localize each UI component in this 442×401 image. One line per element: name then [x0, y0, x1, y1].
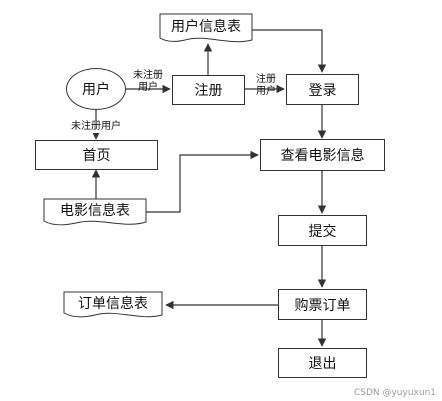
login-node: 登录 [286, 74, 359, 105]
edge-label-user-to-home: 未注册用户 [60, 121, 132, 133]
edge-label-line: 用户 [256, 86, 276, 97]
watermark: CSDN @yuyuxun1 [353, 388, 436, 398]
view-movie-info-node: 查看电影信息 [260, 139, 385, 171]
edge-label-user-to-register: 未注册 用户 [126, 70, 170, 94]
order-info-table-label: 订单信息表 [78, 296, 148, 312]
edge-label-register-to-login: 注册 用户 [247, 74, 285, 98]
movie-info-table-label: 电影信息表 [60, 203, 130, 219]
edge-user-info-table-to-login [252, 29, 327, 73]
doc-shape-user-info-table [159, 13, 253, 43]
doc-shape-order-info-table [63, 291, 163, 318]
user-info-table-label: 用户信息表 [171, 19, 241, 35]
edge-movie-info-table-to-view-movie-info [146, 150, 259, 213]
user-node: 用户 [66, 68, 126, 110]
home-node: 首页 [35, 140, 158, 170]
edge-label-line: 注册 [256, 74, 276, 85]
edge-label-line: 未注册 [133, 70, 163, 81]
register-node: 注册 [172, 75, 245, 105]
buy-ticket-order-node: 购票订单 [278, 289, 367, 320]
doc-shape-movie-info-table [43, 198, 147, 226]
logout-node: 退出 [278, 348, 367, 378]
submit-node: 提交 [278, 215, 367, 246]
edge-label-line: 用户 [138, 82, 158, 93]
